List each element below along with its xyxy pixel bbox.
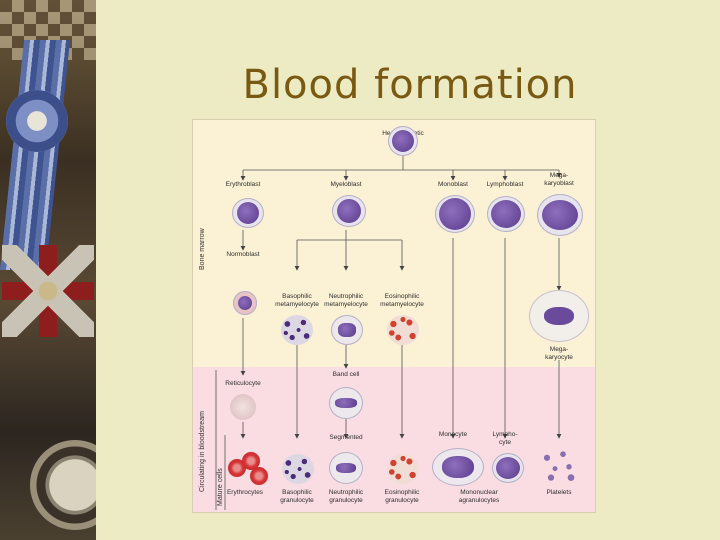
segmented-neutrophil-cell bbox=[329, 452, 363, 484]
neutrophilic-granulocyte-label: Neutrophilic granulocyte bbox=[328, 489, 364, 504]
erythrocyte-cell-1 bbox=[228, 459, 246, 477]
neutrophilic-metamyelocyte-label: Neutrophilic metamyelocyte bbox=[324, 293, 368, 308]
neutrophilic-metamyelocyte-cell bbox=[331, 315, 363, 345]
reticulocyte-cell bbox=[230, 394, 256, 420]
lineage-arrows bbox=[215, 156, 562, 510]
monocyte-label: Monocyte bbox=[438, 431, 468, 438]
blood-formation-diagram: Bone marrow Circulating in bloodstream M… bbox=[192, 119, 596, 513]
compass-icon bbox=[30, 440, 96, 530]
basophilic-granulocyte-label: Basophilic granulocyte bbox=[280, 489, 314, 504]
band-cell bbox=[329, 387, 363, 419]
eosinophilic-metamyelocyte-cell bbox=[387, 315, 419, 345]
bloodstream-zone bbox=[193, 367, 595, 512]
lymphocyte-label: Lympho- cyte bbox=[492, 431, 518, 446]
platelets-cluster bbox=[539, 447, 579, 483]
lymphoblast-cell bbox=[487, 196, 525, 232]
platelets-label: Platelets bbox=[546, 489, 572, 496]
basophilic-metamyelocyte-label: Basophilic metamyelocyte bbox=[275, 293, 319, 308]
eosinophilic-metamyelocyte-label: Eosinophilic metamyelocyte bbox=[380, 293, 424, 308]
circulating-label: Circulating in bloodstream bbox=[199, 411, 206, 492]
megakaryocyte-label: Mega- karyocyte bbox=[545, 346, 573, 361]
lymphoblast-label: Lymphoblast bbox=[486, 181, 524, 188]
erythrocytes-label: Erythrocytes bbox=[226, 489, 264, 496]
slide-title: Blood formation bbox=[242, 62, 578, 108]
segmented-label: Segmented bbox=[329, 434, 363, 441]
eosinophilic-granulocyte-label: Eosinophilic granulocyte bbox=[384, 489, 420, 504]
bone-marrow-label: Bone marrow bbox=[199, 228, 206, 270]
monoblast-cell bbox=[435, 195, 475, 233]
medal-ribbon bbox=[0, 40, 71, 270]
myeloblast-label: Myeloblast bbox=[330, 181, 362, 188]
reticulocyte-label: Reticulocyte bbox=[225, 380, 261, 387]
mature-cells-label: Mature cells bbox=[217, 468, 224, 506]
erythroblast-cell bbox=[232, 198, 264, 228]
megakaryocyte-cell bbox=[529, 290, 589, 342]
lymphocyte-cell bbox=[492, 453, 524, 483]
hematopoietic-stem-cell bbox=[388, 126, 418, 156]
megakaryoblast-label: Mega- karyoblast bbox=[544, 172, 574, 187]
basophilic-granulocyte-cell bbox=[282, 454, 314, 484]
normoblast-cell bbox=[233, 291, 257, 315]
monocyte-cell bbox=[432, 448, 484, 486]
basophilic-metamyelocyte-cell bbox=[281, 315, 313, 345]
ribbon-rosette bbox=[6, 90, 68, 152]
monoblast-label: Monoblast bbox=[438, 181, 468, 188]
mononuclear-agranulocytes-label: Mononuclear agranulocytes bbox=[458, 489, 500, 504]
normoblast-label: Normoblast bbox=[226, 251, 260, 258]
erythrocyte-cell-2 bbox=[242, 452, 260, 470]
erythrocyte-cell-3 bbox=[250, 467, 268, 485]
erythroblast-label: Erythroblast bbox=[225, 181, 261, 188]
eosinophilic-granulocyte-cell bbox=[387, 454, 419, 484]
medal-cross bbox=[2, 245, 94, 337]
band-cell-label: Band cell bbox=[332, 371, 360, 378]
megakaryoblast-cell bbox=[537, 194, 583, 236]
myeloblast-cell bbox=[332, 195, 366, 227]
decorative-medal-strip bbox=[0, 0, 96, 540]
